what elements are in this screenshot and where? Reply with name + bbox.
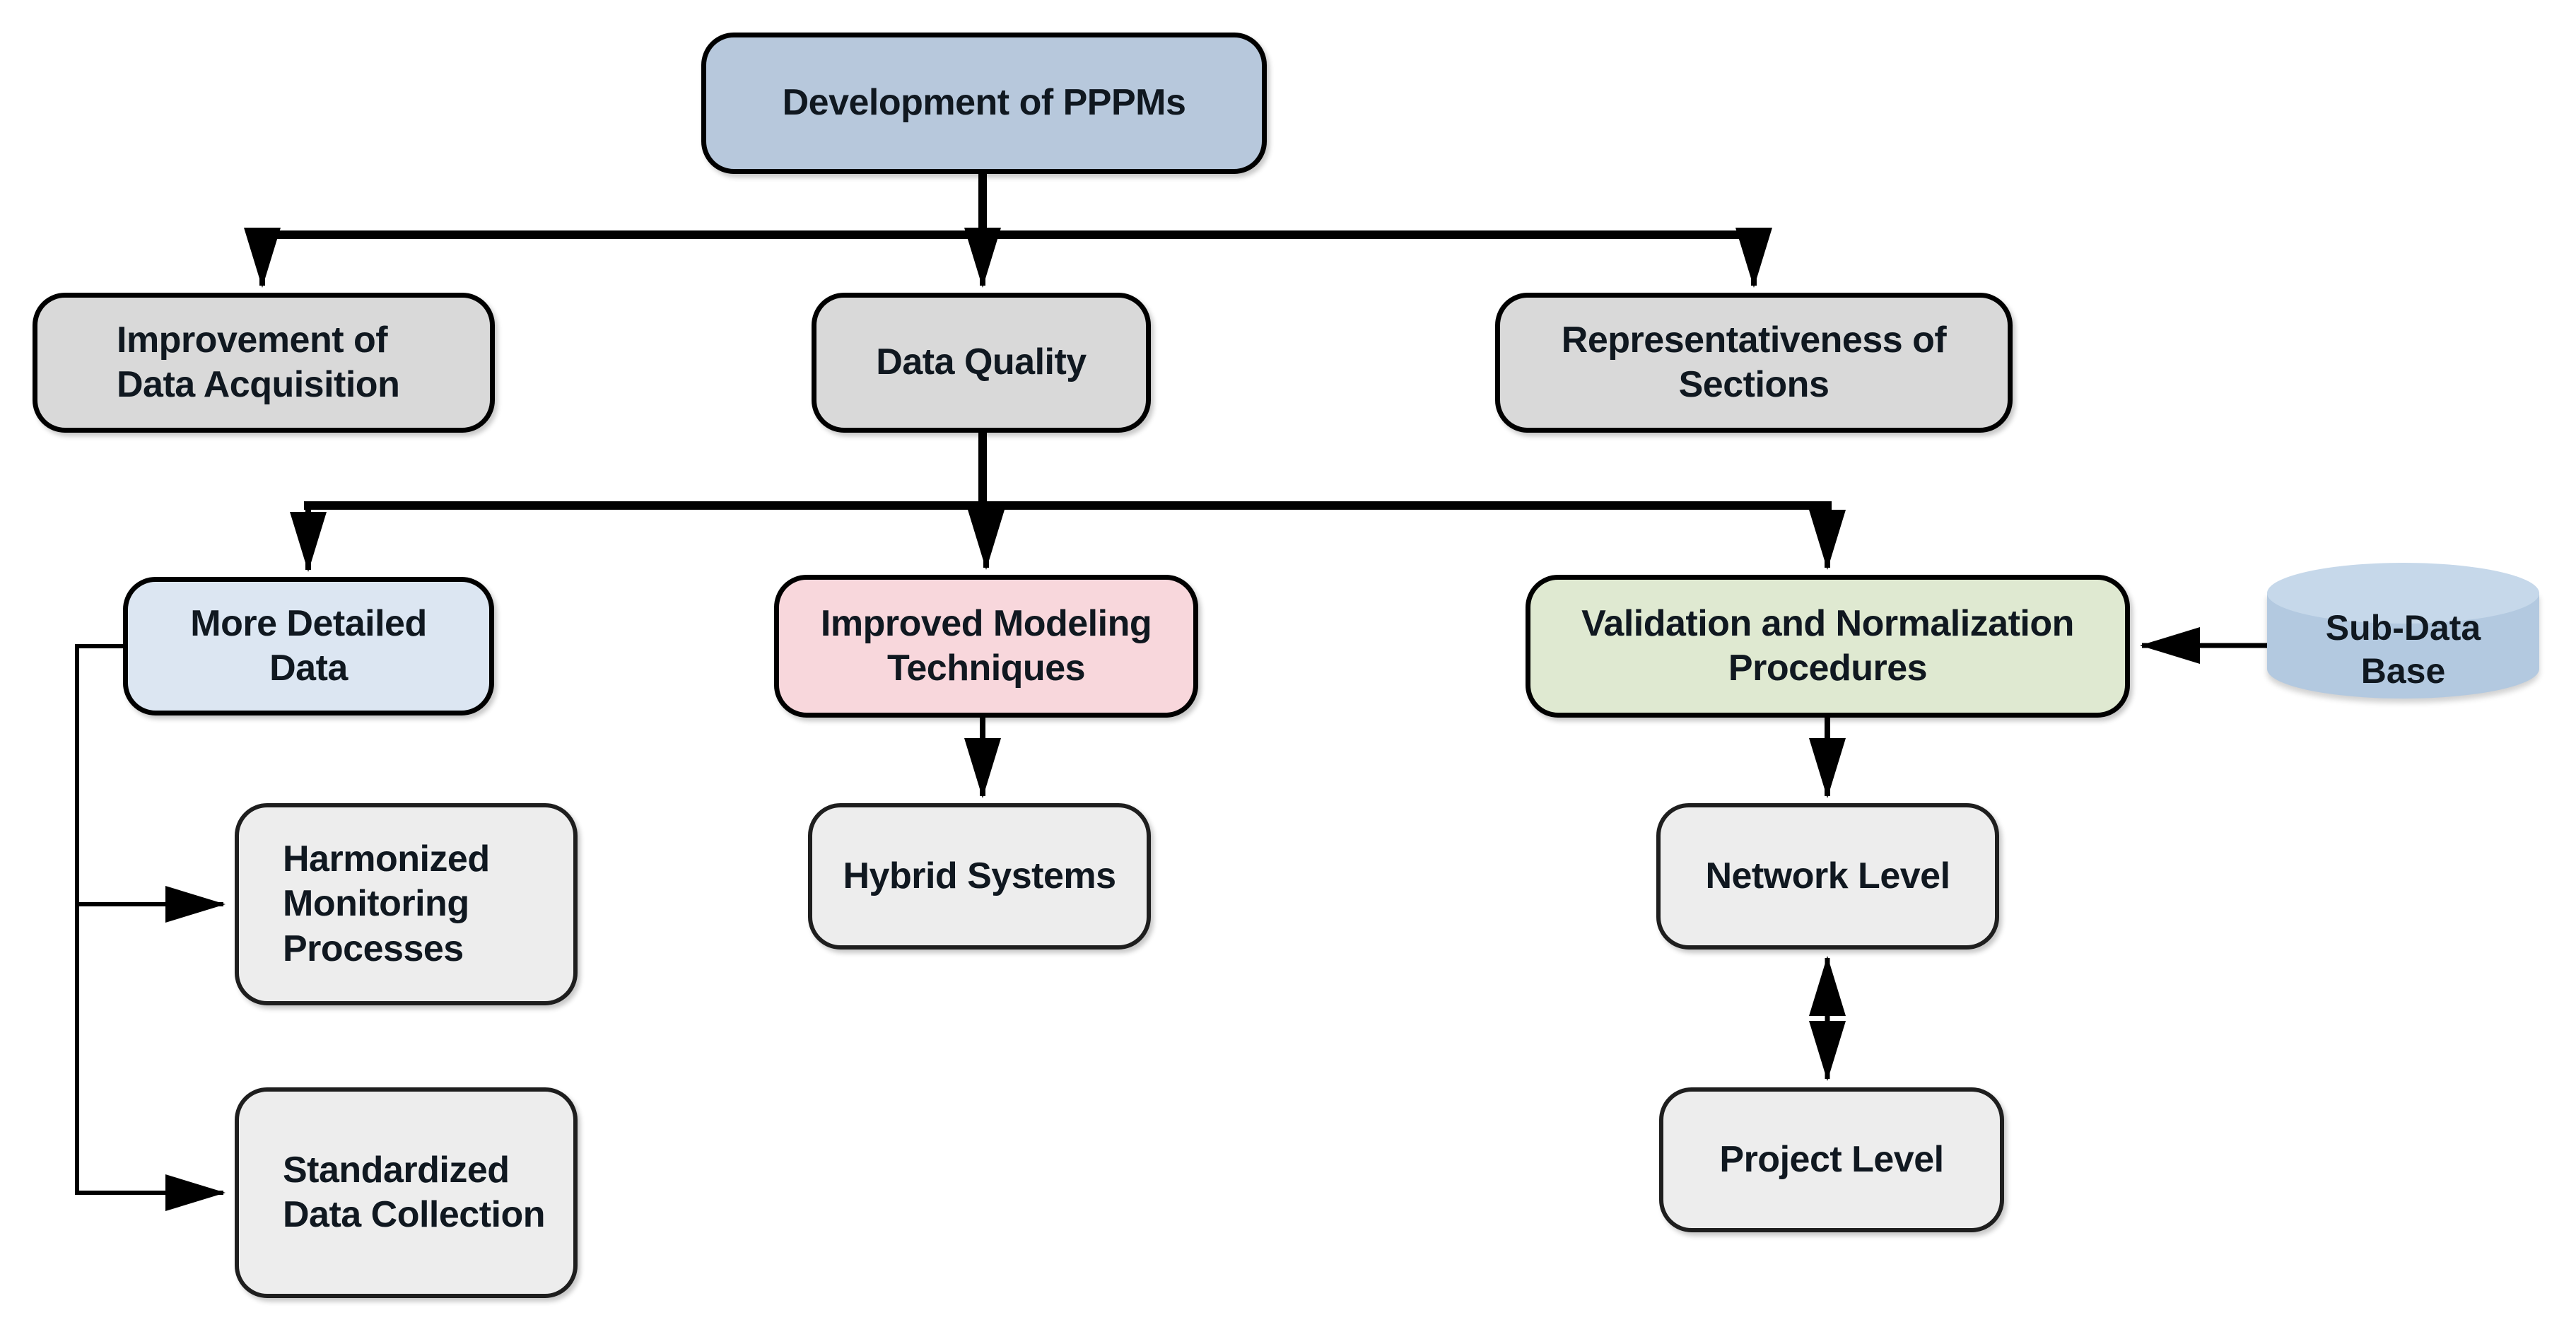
cylinder-top-ellipse <box>2267 563 2539 624</box>
node-standardized-data-collection: Standardized Data Collection <box>235 1087 578 1298</box>
node-validation-and-normalization-procedures: Validation and Normalization Procedures <box>1526 575 2130 718</box>
node-data-quality: Data Quality <box>812 293 1151 433</box>
node-hybrid-systems: Hybrid Systems <box>808 803 1151 950</box>
node-improved-modeling-techniques: Improved Modeling Techniques <box>774 575 1198 718</box>
node-improvement-of-data-acquisition: Improvement of Data Acquisition <box>33 293 495 433</box>
node-more-detailed-data: More Detailed Data <box>123 577 494 715</box>
node-network-level: Network Level <box>1656 803 1999 950</box>
node-development-of-pppms: Development of PPPMs <box>701 33 1267 174</box>
node-sub-data-base-cylinder: Sub-Data Base <box>2267 563 2539 725</box>
node-sub-data-base-label: Sub-Data Base <box>2325 608 2481 691</box>
node-harmonized-monitoring-processes: Harmonized Monitoring Processes <box>235 803 578 1005</box>
edge-more-detailed-standardized <box>75 644 226 1211</box>
node-project-level: Project Level <box>1659 1087 2004 1232</box>
node-representativeness-of-sections: Representativeness of Sections <box>1495 293 2013 433</box>
